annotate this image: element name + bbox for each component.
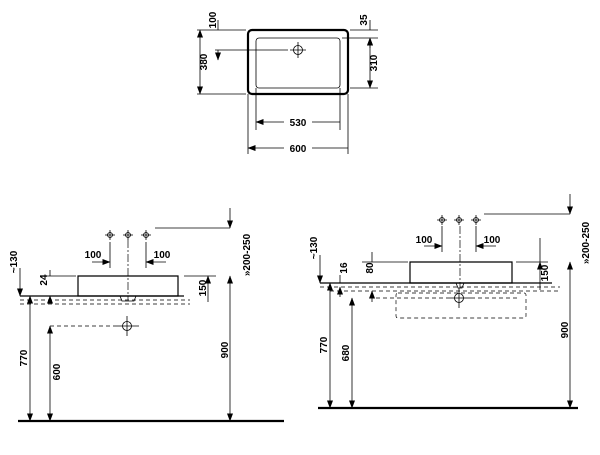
dim-label-530: 530 (290, 118, 307, 129)
ext-line (441, 226, 477, 252)
dim-label-100-left: 100 (85, 250, 102, 261)
dim-label-16: 16 (339, 262, 350, 274)
vanity-cabinet (395, 292, 527, 319)
dim-label-900: 900 (220, 341, 231, 358)
dim-label-770: 770 (319, 336, 330, 353)
basin-profile (77, 275, 179, 297)
top-view: 100 380 35 310 530 600 (197, 11, 380, 155)
basin-profile (409, 261, 513, 284)
dim-label-680: 680 (341, 344, 352, 361)
dim-label-200-250: »200-250 (242, 233, 253, 276)
dim-label-310: 310 (369, 54, 380, 71)
left-side-view: 100 100 ~130 24 770 600 150 »200-250 900 (9, 208, 284, 423)
basin-drain (119, 295, 137, 302)
dim-label-150: 150 (540, 264, 551, 281)
dim-label-24: 24 (39, 274, 50, 286)
tap-hole-center (290, 42, 306, 58)
dim-label-380: 380 (199, 53, 210, 70)
dim-label-900: 900 (560, 321, 571, 338)
dim-label-100: 100 (208, 11, 219, 28)
dim-label-130: ~130 (9, 250, 20, 273)
dim-label-35: 35 (359, 14, 370, 26)
tap-symbols (105, 230, 151, 240)
dim-label-100-right: 100 (154, 250, 171, 261)
dim-label-100-left: 100 (416, 235, 433, 246)
dim-label-600: 600 (52, 363, 63, 380)
tap-symbols (437, 215, 481, 225)
dim-label-150: 150 (198, 279, 209, 296)
dim-label-200-250: »200-250 (581, 221, 592, 264)
basin-outer-outline (246, 28, 350, 96)
right-side-view: 100 100 ~130 16 80 770 680 150 »200-250 … (309, 194, 592, 410)
basin-inner-outline (255, 37, 341, 89)
dim-label-80: 80 (365, 262, 376, 274)
dim-label-100-right: 100 (484, 235, 501, 246)
dim-label-600: 600 (290, 144, 307, 155)
dim-label-770: 770 (19, 349, 30, 366)
dim-label-130: ~130 (309, 236, 320, 259)
